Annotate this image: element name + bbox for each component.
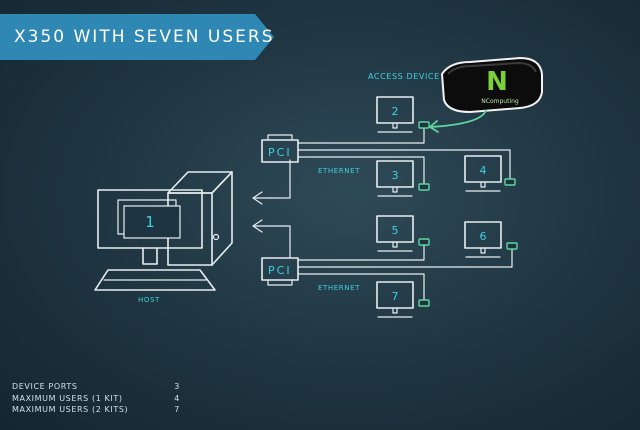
user-2-monitor	[376, 96, 414, 124]
ncomputing-logo-icon: N	[486, 67, 508, 97]
access-device: N NComputing	[440, 56, 543, 114]
cable-to-user-5	[297, 242, 425, 261]
access-device-body	[440, 56, 543, 114]
user-station-5	[376, 215, 430, 252]
spec-row: MAXIMUM USERS (1 KIT) 4	[12, 394, 180, 406]
access-device-top-edge	[447, 61, 537, 75]
user-number-6: 6	[480, 230, 487, 243]
user-4-monitor	[464, 155, 502, 183]
title-banner	[0, 14, 274, 60]
user-station-2	[376, 96, 430, 133]
cable-to-user-7	[297, 273, 425, 301]
pci-card-bottom	[261, 257, 299, 286]
spec-value: 7	[174, 405, 180, 414]
user-number-4: 4	[480, 164, 487, 177]
host-monitor-stand	[142, 247, 158, 265]
user-station-4	[464, 155, 516, 192]
user-6-stand	[480, 247, 486, 254]
user-7-access-port	[418, 299, 430, 307]
ethernet-label-bottom: ETHERNET	[318, 284, 360, 292]
host-computer	[94, 171, 233, 291]
user-number-5: 5	[392, 224, 399, 237]
user-5-stand	[392, 241, 398, 248]
cable-to-user-3	[297, 156, 425, 186]
spec-label: MAXIMUM USERS (2 KITS)	[12, 405, 129, 414]
cable-to-user-4	[297, 149, 511, 181]
page-title: X350 WITH SEVEN USERS	[14, 27, 275, 47]
user-2-stand	[392, 122, 398, 129]
user-2-access-port	[418, 121, 430, 129]
user-4-stand	[480, 181, 486, 188]
user-station-7	[376, 281, 430, 318]
user-number-1: 1	[145, 213, 155, 231]
user-7-monitor	[376, 281, 414, 309]
user-3-access-port	[418, 183, 430, 191]
user-4-access-port	[504, 178, 516, 186]
pci-label-top: PCI	[268, 146, 292, 159]
spec-label: DEVICE PORTS	[12, 382, 78, 391]
pci-card-top-bracket	[267, 134, 293, 141]
ethernet-cables-bottom	[297, 242, 513, 301]
cable-to-user-2	[297, 127, 425, 144]
host-tower-side	[211, 171, 233, 266]
pci-card-top	[261, 134, 299, 163]
user-5-access-port	[418, 238, 430, 246]
host-monitor	[97, 189, 203, 249]
user-3-stand	[392, 186, 398, 193]
pci-card-bottom-body	[261, 257, 299, 281]
host-window-front	[123, 205, 181, 239]
access-device-label: ACCESS DEVICE	[368, 72, 440, 81]
user-5-monitor	[376, 215, 414, 243]
user-6-monitor	[464, 221, 502, 249]
ethernet-label-top: ETHERNET	[318, 167, 360, 175]
arrow-line-bottom	[252, 225, 291, 259]
pci-card-bottom-bracket	[267, 279, 293, 286]
spec-row: DEVICE PORTS 3	[12, 382, 180, 394]
host-label: HOST	[138, 296, 160, 304]
access-arrow-line	[429, 109, 487, 128]
user-number-2: 2	[392, 105, 399, 118]
spec-value: 3	[174, 382, 180, 391]
pci-label-bottom: PCI	[268, 264, 292, 277]
user-3-monitor	[376, 160, 414, 188]
user-number-3: 3	[392, 169, 399, 182]
host-keyboard	[94, 269, 216, 291]
cable-to-user-6	[297, 247, 513, 268]
user-7-stand	[392, 307, 398, 314]
specs-legend: DEVICE PORTS 3 MAXIMUM USERS (1 KIT) 4 M…	[12, 382, 180, 417]
access-arrow-head	[428, 120, 439, 133]
user-number-7: 7	[392, 290, 399, 303]
power-button-icon	[212, 233, 220, 241]
user-station-3	[376, 160, 430, 197]
pci-card-top-body	[261, 139, 299, 163]
access-device-brand: NComputing	[481, 98, 519, 105]
spec-label: MAXIMUM USERS (1 KIT)	[12, 393, 123, 403]
ethernet-cables-top	[297, 127, 511, 186]
arrow-head-bottom	[252, 219, 263, 233]
user-station-6	[464, 221, 518, 258]
spec-value: 4	[174, 393, 180, 403]
user-6-access-port	[506, 242, 518, 250]
arrow-head-top	[252, 191, 263, 205]
arrow-line-top	[252, 159, 291, 199]
spec-row: MAXIMUM USERS (2 KITS) 7	[12, 405, 180, 417]
